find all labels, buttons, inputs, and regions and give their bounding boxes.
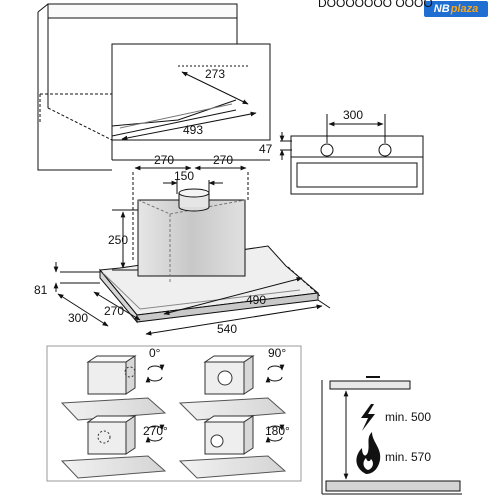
clearance-gas: min. 570 [385,450,431,464]
top-caption: DOOOOOOO OOOO [318,0,433,10]
dim-cabinet-depth: 273 [205,67,225,81]
rotation-label-270: 270° [143,424,168,438]
rotate-icon [147,424,165,431]
dim-hood-right: 270 [213,153,233,167]
rotation-label-180: 180° [265,424,290,438]
rotate-icon [267,364,285,371]
rotate-icon [267,424,285,431]
dim-line-cabinet-width [121,111,257,141]
dim-panel-height: 47 [259,142,273,156]
rotate-icon [147,364,165,371]
dim-cabinet-width: 493 [183,123,203,137]
rotation-90: 90° [178,346,286,421]
dim-line-front-offset [93,291,141,321]
clearance-drawing [321,376,462,495]
dim-duct: 150 [174,169,194,183]
dim-body-height: 81 [34,283,48,297]
rotation-180: 180° [178,415,290,479]
hood-drawing [60,172,331,324]
cabinet-drawing [37,3,271,171]
dim-front-offset: 270 [104,304,124,318]
dim-total-width: 540 [217,322,237,336]
dim-chimney-height: 250 [108,233,128,247]
dim-line-body-depth [57,293,109,327]
dim-line-cabinet-depth [181,71,249,105]
watermark-nb: NB [433,3,450,15]
dim-hood-left: 270 [154,153,174,167]
rotation-label-0: 0° [149,346,161,360]
rotation-0: 0° [60,346,167,421]
dim-body-depth: 300 [68,311,88,325]
flame-icon [356,432,381,474]
dim-panel-spacing: 300 [343,108,363,122]
electric-icon [361,404,375,431]
rotation-label-90: 90° [268,346,286,360]
dim-inner-width: 490 [246,293,266,307]
clearance-electric: min. 500 [385,410,431,424]
dim-line-total-width [145,304,323,336]
watermark-plaza: plaza [450,3,479,15]
rotation-270: 270° [60,415,168,479]
front-panel-drawing [280,114,424,195]
